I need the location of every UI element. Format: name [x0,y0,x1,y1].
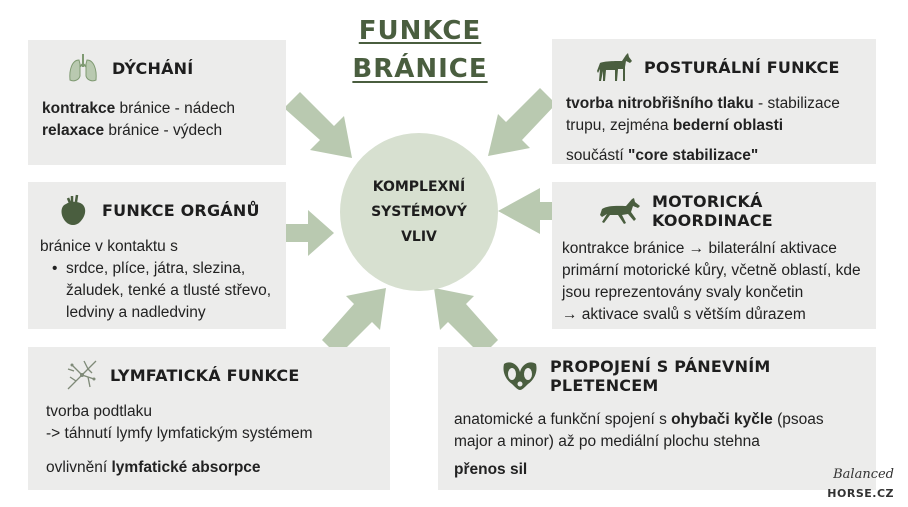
breathing-heading: DÝCHÁNÍ [112,58,194,78]
pelvic-text-1-end: (psoas major a minor) až po mediální plo… [454,411,824,450]
pelvic-bold-1: ohybači kyčle [671,411,773,428]
lymph-line-1: tvorba podtlaku [46,403,152,420]
organ-card: FUNKCE ORGÁNŮ bránice v kontaktu s srdce… [28,182,286,329]
lymph-line-2: -> táhnutí lymfy lymfatickým systémem [46,425,313,442]
posture-text-2: součástí [566,147,629,164]
arrow-pelvic [434,288,498,356]
motor-heading: MOTORICKÁ KOORDINACE [652,192,773,230]
title-line-2: BRÁNICE [352,54,488,84]
logo-line-1: Balanced [833,467,894,482]
breathing-r2-bold: relaxace [42,122,105,139]
motor-card: MOTORICKÁ KOORDINACE kontrakce bránice →… [552,182,876,329]
arrow-posture [488,88,556,156]
lymph-line-3-text: ovlivnění [46,459,112,476]
brand-logo: Balanced HORSE.CZ [827,468,894,501]
heart-icon [61,194,86,225]
motor-text-1: kontrakce bránice → bilaterální aktivace… [562,240,861,301]
horse-standing-icon [597,53,632,81]
posture-bold-3: "core stabilizace" [628,147,759,164]
pelvic-heading: PROPOJENÍ S PÁNEVNÍM PLETENCEM [550,357,771,395]
center-circle: KOMPLEXNÍ SYSTÉMOVÝ VLIV [340,133,498,291]
pelvic-bold-2: přenos sil [454,461,528,478]
logo-line-2: HORSE.CZ [827,487,894,500]
posture-heading: POSTURÁLNÍ FUNKCE [644,57,840,77]
horse-galloping-icon [600,198,640,224]
breathing-card: DÝCHÁNÍ kontrakce bránice - nádech relax… [28,40,286,165]
breathing-r1-text: bránice - nádech [115,100,236,117]
center-line-1: KOMPLEXNÍ [372,178,466,195]
breathing-r1-bold: kontrakce [42,100,116,117]
page-title: FUNKCE BRÁNICE [340,12,500,88]
center-line-2: SYSTÉMOVÝ [371,203,467,220]
posture-text-1: - stabilizace trupu, zejména [566,95,840,134]
pelvic-card: PROPOJENÍ S PÁNEVNÍM PLETENCEM anatomick… [438,347,876,490]
posture-bold-1: tvorba nitrobřišního tlaku [566,95,754,112]
breathing-r2-text: bránice - výdech [104,122,223,139]
organ-intro: bránice v kontaktu s [40,238,178,255]
arrow-breathing [284,92,352,158]
lymph-card: LYMFATICKÁ FUNKCE tvorba podtlaku -> táh… [28,347,390,490]
arrow-organ [258,210,334,256]
lymph-line-3-bold: lymfatické absorpce [111,459,261,476]
title-line-1: FUNKCE [358,16,482,46]
pelvis-icon [503,362,537,390]
center-line-3: VLIV [401,228,437,245]
pelvic-text-1: anatomické a funkční spojení s [454,411,672,428]
arrow-motor [498,188,590,234]
posture-card: POSTURÁLNÍ FUNKCE tvorba nitrobřišního t… [552,39,876,164]
motor-text-2: → aktivace svalů s větším důrazem [562,306,806,323]
organ-list-item: srdce, plíce, játra, slezina, žaludek, t… [52,258,272,324]
posture-bold-2: bederní oblasti [672,117,784,134]
arrow-lymph [322,288,386,356]
lymph-nodes-icon [67,360,97,390]
organ-heading: FUNKCE ORGÁNŮ [102,200,260,220]
lymph-heading: LYMFATICKÁ FUNKCE [110,365,300,385]
lungs-icon [69,54,97,82]
